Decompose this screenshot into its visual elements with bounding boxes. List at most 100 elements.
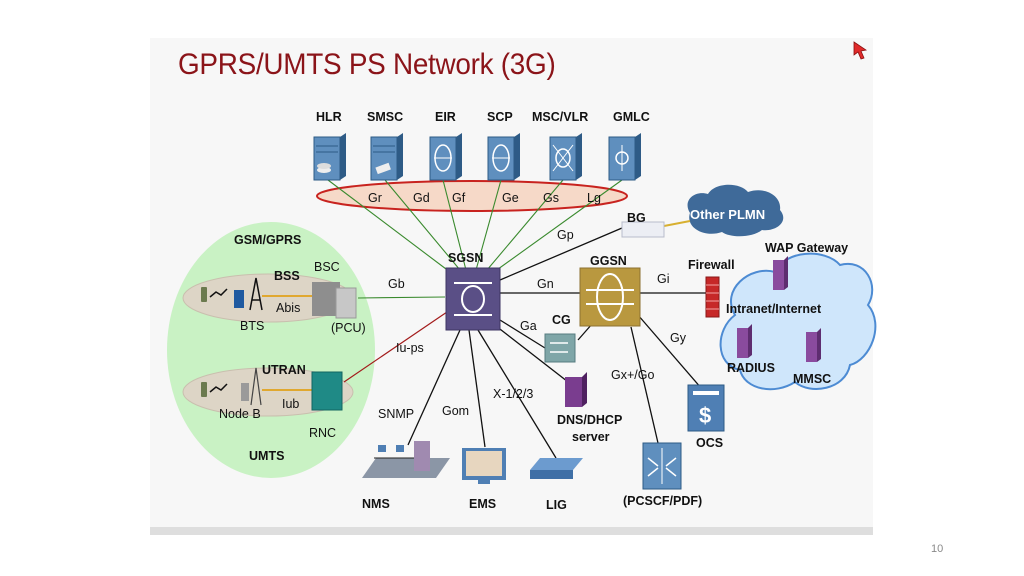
interface-gom: Gom (442, 404, 469, 418)
label-firewall: Firewall (688, 258, 735, 272)
scp-icon (487, 133, 520, 181)
ems-icon (462, 448, 506, 484)
link-gx (630, 326, 659, 444)
label-nms: NMS (362, 497, 390, 511)
label-bts: BTS (240, 319, 264, 333)
interface-gf: Gf (452, 191, 466, 205)
label-mmsc: MMSC (793, 372, 831, 386)
mouse-cursor-icon (853, 41, 868, 60)
label-hlr: HLR (316, 110, 342, 124)
label-iub: Iub (282, 397, 299, 411)
interface-gd: Gd (413, 191, 430, 205)
gmlc-icon (608, 133, 641, 181)
link-cg-ggsn (577, 323, 593, 341)
link-hlr-sgsn (327, 179, 451, 273)
label-umts: UMTS (249, 449, 284, 463)
label-ems: EMS (469, 497, 496, 511)
label-intranet-internet: Intranet/Internet (726, 302, 822, 316)
interface-ge: Ge (502, 191, 519, 205)
label-radius: RADIUS (727, 361, 775, 375)
link-ga (499, 319, 546, 349)
link-dns (495, 325, 573, 386)
label-other-plmn: Other PLMN (690, 207, 765, 222)
label-msc-vlr: MSC/VLR (532, 110, 588, 124)
link-snmp (407, 329, 461, 446)
utran-pill (182, 367, 354, 417)
slide-title: GPRS/UMTS PS Network (3G) (178, 48, 556, 81)
nms-icon (362, 441, 450, 478)
radio-wave-icon (209, 288, 228, 298)
label-gmlc: GMLC (613, 110, 650, 124)
label-bsc: BSC (314, 260, 340, 274)
radius-icon (737, 324, 752, 358)
link-gb (357, 296, 446, 299)
label-wap-gateway: WAP Gateway (765, 241, 848, 255)
label-lig: LIG (546, 498, 567, 512)
mobile-phone-icon (201, 382, 207, 397)
interface-gx-go: Gx+/Go (611, 368, 654, 382)
label-node-b: Node B (219, 407, 261, 421)
svg-text:$: $ (699, 403, 711, 428)
label-gsm-gprs: GSM/GPRS (234, 233, 301, 247)
radio-wave-icon (209, 383, 228, 393)
interface-gy: Gy (670, 331, 687, 345)
hlr-icon (313, 133, 346, 181)
smsc-icon (370, 133, 403, 181)
label-ggsn: GGSN (590, 254, 627, 268)
interface-gr: Gr (368, 191, 382, 205)
firewall-icon (705, 276, 720, 318)
interface-gi: Gi (657, 272, 670, 286)
dns-dhcp-server-icon (565, 372, 587, 407)
link-gp (499, 227, 623, 281)
interface-gn: Gn (537, 277, 554, 291)
interface-x-1-2-3: X-1/2/3 (493, 387, 533, 401)
label-dns-dhcp: DNS/DHCP (557, 413, 622, 427)
page-number: 10 (931, 543, 944, 555)
link-bg-plmn (663, 220, 691, 227)
label-dns-server: server (572, 430, 610, 444)
link-msc-sgsn (486, 179, 564, 271)
ocs-icon: $ (687, 384, 725, 432)
wap-gateway-icon (773, 256, 788, 290)
link-gmlc-sgsn (493, 179, 623, 273)
interface-gb: Gb (388, 277, 405, 291)
label-rnc: RNC (309, 426, 336, 440)
interface-snmp: SNMP (378, 407, 414, 421)
label-smsc: SMSC (367, 110, 403, 124)
label-eir: EIR (435, 110, 456, 124)
eir-icon (429, 133, 462, 181)
bsc-icon (312, 282, 357, 319)
interface-gs: Gs (543, 191, 559, 205)
label-pcscf-pdf: (PCSCF/PDF) (623, 494, 702, 508)
link-iu-ps (343, 311, 448, 383)
label-utran: UTRAN (262, 363, 306, 377)
interface-iu-ps: Iu-ps (396, 341, 424, 355)
slide-bottom-bar (150, 527, 873, 535)
pcscf-icon (642, 442, 682, 490)
label-pcu: (PCU) (331, 321, 366, 335)
node-b-icon (241, 367, 262, 406)
label-bg: BG (627, 211, 646, 225)
label-scp: SCP (487, 110, 513, 124)
bts-icon (234, 277, 263, 311)
access-network-oval (167, 222, 375, 478)
label-sgsn: SGSN (448, 251, 483, 265)
interface-ellipse (316, 180, 628, 212)
interface-ga: Ga (520, 319, 537, 333)
label-ocs: OCS (696, 436, 723, 450)
link-gom (468, 329, 486, 448)
lig-icon (530, 458, 583, 479)
msc-vlr-icon (549, 133, 582, 181)
bg-icon (621, 221, 665, 238)
cg-icon (544, 333, 576, 363)
ggsn-icon (579, 267, 641, 327)
rnc-icon (311, 371, 343, 411)
interface-lg: Lg (587, 191, 601, 205)
label-bss: BSS (274, 269, 300, 283)
other-plmn-cloud (687, 184, 784, 237)
link-smsc-sgsn (384, 179, 461, 271)
label-cg: CG (552, 313, 571, 327)
label-abis: Abis (276, 301, 300, 315)
mmsc-icon (806, 328, 821, 362)
